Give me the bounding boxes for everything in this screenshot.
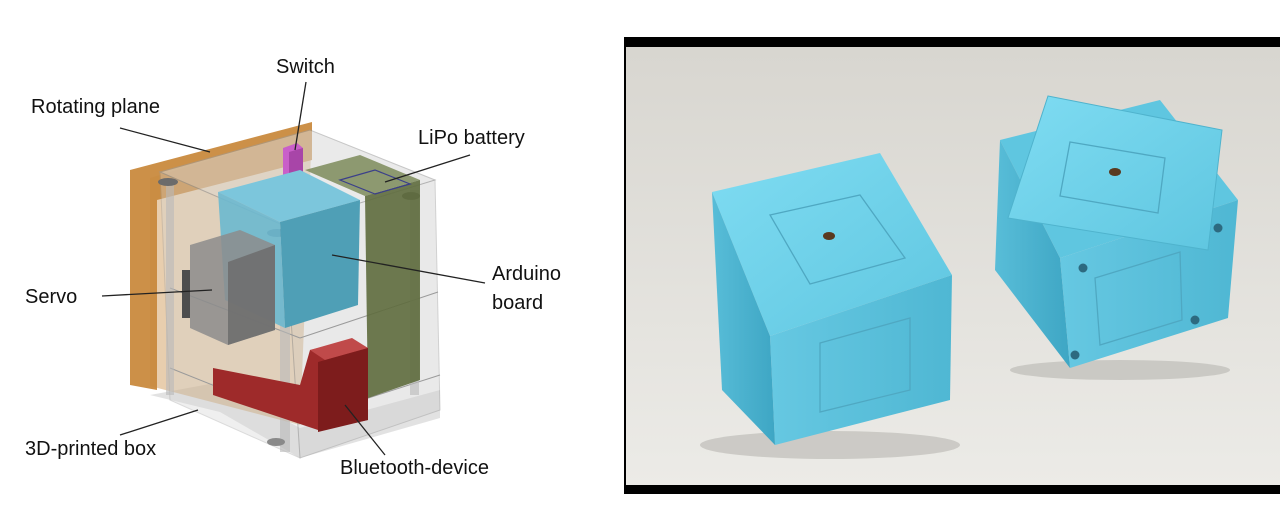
label-rotating-plane: Rotating plane [31, 96, 160, 118]
rotating-plane [130, 122, 312, 390]
cad-diagram: Switch Rotating plane LiPo battery Servo… [25, 56, 561, 479]
label-switch: Switch [276, 56, 335, 78]
leader-servo [101, 289, 213, 297]
servo-part [182, 230, 275, 345]
photo [624, 37, 1280, 494]
photo-cube-left [700, 153, 960, 459]
leader-arduino [331, 254, 486, 284]
label-arduino-line1: Arduino [492, 263, 561, 285]
leader-lipo [384, 154, 471, 183]
leader-switch [294, 81, 307, 151]
label-bluetooth: Bluetooth-device [340, 457, 489, 479]
label-printed-box: 3D-printed box [25, 438, 156, 460]
label-arduino-line2: board [492, 292, 543, 314]
label-lipo-battery: LiPo battery [418, 127, 525, 149]
photo-cube-right [995, 95, 1238, 380]
leader-printed-box [119, 409, 199, 436]
bluetooth-device [213, 338, 368, 432]
lipo-battery [305, 155, 420, 398]
box-base-shadow [150, 383, 440, 458]
leader-rotating-plane [119, 127, 211, 153]
leader-bluetooth [344, 404, 386, 456]
label-servo: Servo [25, 286, 77, 308]
